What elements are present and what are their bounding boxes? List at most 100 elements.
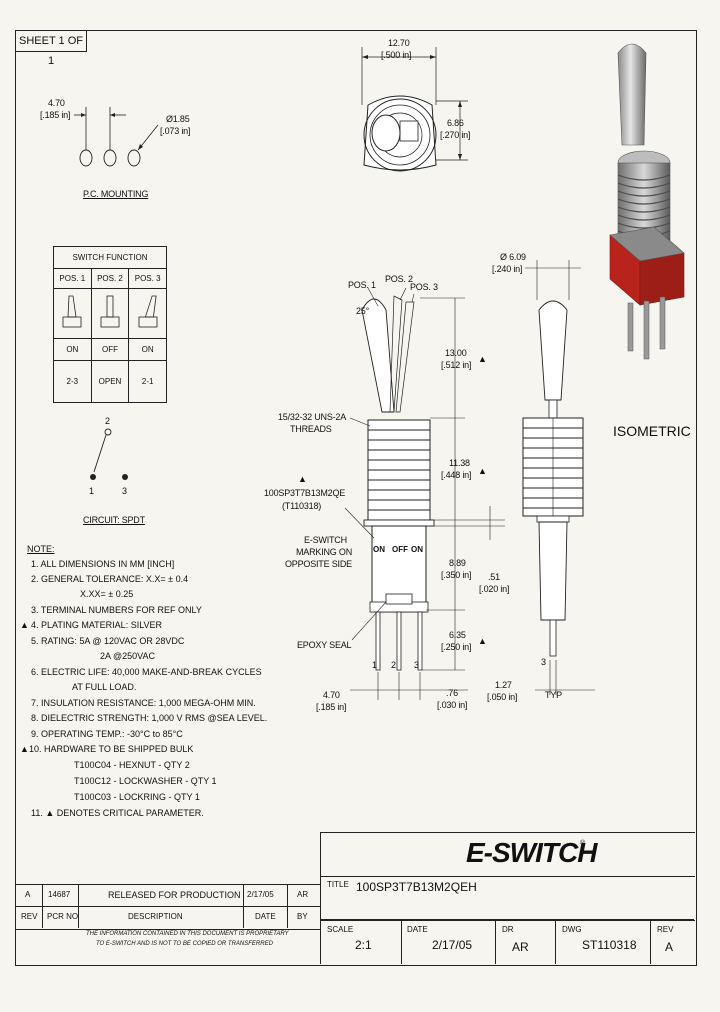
bushing-mm: 11.38 — [449, 458, 470, 468]
date-label: DATE — [407, 925, 428, 934]
pitch-mm: 4.70 — [323, 690, 340, 700]
note-line: X.XX= ± 0.25 — [80, 589, 134, 599]
date-value: 2/17/05 — [432, 938, 473, 952]
sf-header-pos3: POS. 3 — [128, 268, 167, 289]
part-marking-2: (T110318) — [282, 501, 322, 511]
switch-function-title: SWITCH FUNCTION — [53, 246, 167, 269]
top-width-mm: 12.70 — [388, 38, 410, 48]
critical-marker-icon: ▲ — [20, 744, 29, 754]
body-off: OFF — [392, 545, 408, 554]
thread-label: 15/32-32 UNS-2A — [278, 412, 347, 422]
note-line: 7. INSULATION RESISTANCE: 1,000 MEGA-OHM… — [31, 698, 256, 708]
front-pos3: POS. 3 — [410, 282, 438, 292]
revision-table — [16, 884, 321, 930]
lever-dia-in: [.240 in] — [492, 264, 523, 274]
rev-row-by: AR — [297, 890, 309, 899]
critical-marker-icon: ▲ — [298, 474, 307, 484]
rev-col-line — [42, 884, 43, 928]
sf-state-pos1: ON — [53, 338, 92, 361]
dr-cell — [495, 919, 556, 964]
note-line: 11. ▲ DENOTES CRITICAL PARAMETER. — [31, 808, 204, 818]
title-label: TITLE — [327, 880, 349, 889]
rev-header-rev: REV — [21, 912, 38, 921]
front-pin-1: 1 — [372, 660, 377, 670]
gap-mm: .51 — [488, 572, 500, 582]
critical-marker-icon: ▲ — [478, 466, 487, 476]
pc-mounting-title: P.C. MOUNTING — [83, 189, 149, 199]
side-pin-label: 3 — [541, 657, 546, 667]
note-line: 9. OPERATING TEMP.: -30°C to 85°C — [31, 729, 183, 739]
rev-divider — [16, 906, 320, 907]
scale-label: SCALE — [327, 925, 354, 934]
drawing-frame — [15, 30, 697, 966]
rev-value: A — [665, 940, 674, 954]
note-line: 5. RATING: 5A @ 120VAC OR 28VDC — [31, 636, 185, 646]
rev-label: REV — [657, 925, 674, 934]
pin-len-mm: 6.35 — [449, 630, 466, 640]
dr-label: DR — [502, 925, 514, 934]
body-on-1: ON — [373, 545, 385, 554]
dwg-cell — [555, 919, 651, 964]
sf-state-pos2: OFF — [90, 338, 130, 361]
note-line: T100C12 - LOCKWASHER - QTY 1 — [74, 776, 217, 786]
dr-value: AR — [512, 940, 529, 954]
circuit-pin-1: 1 — [89, 486, 94, 496]
sf-conn-pos3: 2-1 — [128, 360, 167, 403]
pin-t-in: [.050 in] — [487, 692, 518, 702]
critical-marker-icon: ▲ — [478, 636, 487, 646]
pc-spacing-mm: 4.70 — [48, 98, 65, 108]
pitch-in: [.185 in] — [316, 702, 347, 712]
notes-heading: NOTE: — [27, 544, 55, 554]
proprietary-1: THE INFORMATION CONTAINED IN THIS DOCUME… — [86, 931, 289, 937]
pin-len-in: [.250 in] — [441, 642, 472, 652]
circuit-diagram — [90, 428, 128, 480]
note-line: 8. DIELECTRIC STRENGTH: 1,000 V RMS @SEA… — [31, 713, 268, 723]
marking-note-1: E-SWITCH — [304, 535, 347, 545]
sf-state-pos3: ON — [128, 338, 167, 361]
pc-hole-2 — [103, 149, 117, 167]
rev-col-line — [78, 884, 79, 928]
front-pos1: POS. 1 — [348, 280, 376, 290]
rev-cell — [650, 919, 694, 964]
pin-t-mm: 1.27 — [495, 680, 512, 690]
part-marking: 100SP3T7B13M2QE — [264, 488, 346, 498]
rev-row-desc: RELEASED FOR PRODUCTION — [108, 890, 241, 900]
sf-lever-pos2 — [90, 288, 130, 339]
body-in: [.350 in] — [441, 570, 472, 580]
rev-header-pcr: PCR NO — [47, 912, 79, 921]
rev-col-line — [243, 884, 244, 928]
body-on-2: ON — [411, 545, 423, 554]
circuit-title: CIRCUIT: SPDT — [83, 515, 145, 525]
rev-header-desc: DESCRIPTION — [128, 912, 183, 921]
top-depth-in: [.270 in] — [440, 130, 471, 140]
rev-row-rev: A — [25, 890, 31, 899]
marking-note-3: OPPOSITE SIDE — [285, 559, 352, 569]
note-line: 10. HARDWARE TO BE SHIPPED BULK — [29, 744, 194, 754]
pc-hole-mm: Ø1.85 — [166, 114, 190, 124]
rev-header-date: DATE — [255, 912, 276, 921]
gap-in: [.020 in] — [479, 584, 510, 594]
sf-lever-pos3 — [128, 288, 167, 339]
rev-col-line — [287, 884, 288, 928]
pin-w-in: [.030 in] — [437, 700, 468, 710]
circuit-pin-2: 2 — [105, 416, 110, 426]
bushing-in: [.448 in] — [441, 470, 472, 480]
sf-header-pos2: POS. 2 — [90, 268, 130, 289]
note-line: 2A @250VAC — [100, 651, 156, 661]
front-pin-2: 2 — [391, 660, 396, 670]
note-line: 6. ELECTRIC LIFE: 40,000 MAKE-AND-BREAK … — [31, 667, 262, 677]
pc-hole-in: [.073 in] — [160, 126, 191, 136]
logo-box — [320, 832, 695, 877]
sf-lever-pos1 — [53, 288, 92, 339]
dwg-value: ST110318 — [582, 938, 637, 952]
sf-conn-pos2: OPEN — [90, 360, 130, 403]
date-cell — [400, 919, 496, 964]
epoxy-label: EPOXY SEAL — [297, 640, 352, 650]
scale-cell — [320, 919, 402, 964]
pc-hole-3 — [127, 149, 141, 167]
lever-len-in: [.512 in] — [441, 360, 472, 370]
note-line: T100C04 - HEXNUT - QTY 2 — [74, 760, 190, 770]
front-pin-3: 3 — [414, 660, 419, 670]
rev-row-date: 2/17/05 — [247, 890, 274, 899]
top-view-drawing — [361, 47, 468, 172]
